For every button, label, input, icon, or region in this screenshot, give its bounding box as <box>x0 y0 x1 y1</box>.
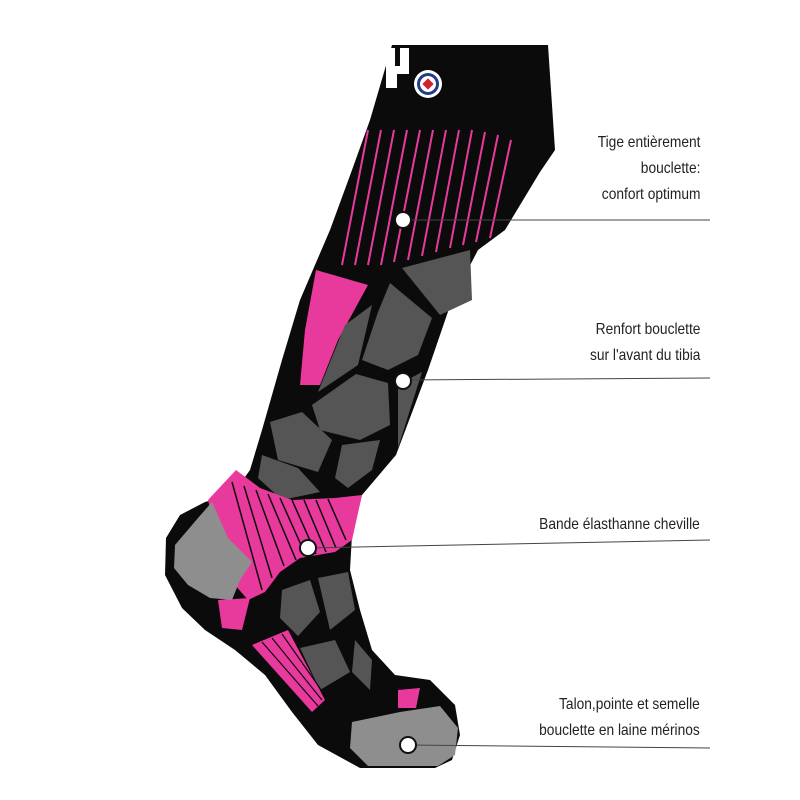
marker-dot-renfort <box>394 372 412 390</box>
callout-talon-line-2: bouclette en laine mérinos <box>539 722 700 739</box>
callout-bande-line-1: Bande élasthanne cheville <box>539 516 700 533</box>
foot-panels <box>280 572 372 690</box>
callout-tige-line-3: confort optimum <box>601 186 700 203</box>
callout-talon-line-1: Talon,pointe et semelle <box>559 696 700 713</box>
instep-pink-panel <box>252 630 420 712</box>
marker-dot-tige <box>394 211 412 229</box>
toe-panel <box>350 706 458 766</box>
leader-line-talon <box>407 744 711 749</box>
callout-renfort-line-1: Renfort bouclette <box>595 321 700 338</box>
callout-tige-line-2: bouclette: <box>640 160 700 177</box>
brand-logo-icon <box>386 48 442 98</box>
leader-line-bande <box>307 539 711 549</box>
callout-renfort: Renfort bouclette sur l'avant du tibia <box>590 317 700 369</box>
callout-talon: Talon,pointe et semelle bouclette en lai… <box>539 692 700 744</box>
heel-panel <box>174 502 252 600</box>
shaft-ribbing <box>341 129 512 266</box>
leader-line-renfort <box>402 377 711 381</box>
leader-lines <box>307 219 711 749</box>
calf-pink-panel <box>300 270 368 385</box>
marker-dots <box>299 211 417 754</box>
marker-dot-talon <box>399 736 417 754</box>
shin-reinforcement-panels <box>258 250 472 500</box>
callout-tige-line-1: Tige entièrement <box>597 134 700 151</box>
callout-tige: Tige entièrement bouclette: confort opti… <box>597 130 700 208</box>
callout-bande: Bande élasthanne cheville <box>539 512 700 538</box>
marker-dot-bande <box>299 539 317 557</box>
callout-renfort-line-2: sur l'avant du tibia <box>589 347 700 364</box>
